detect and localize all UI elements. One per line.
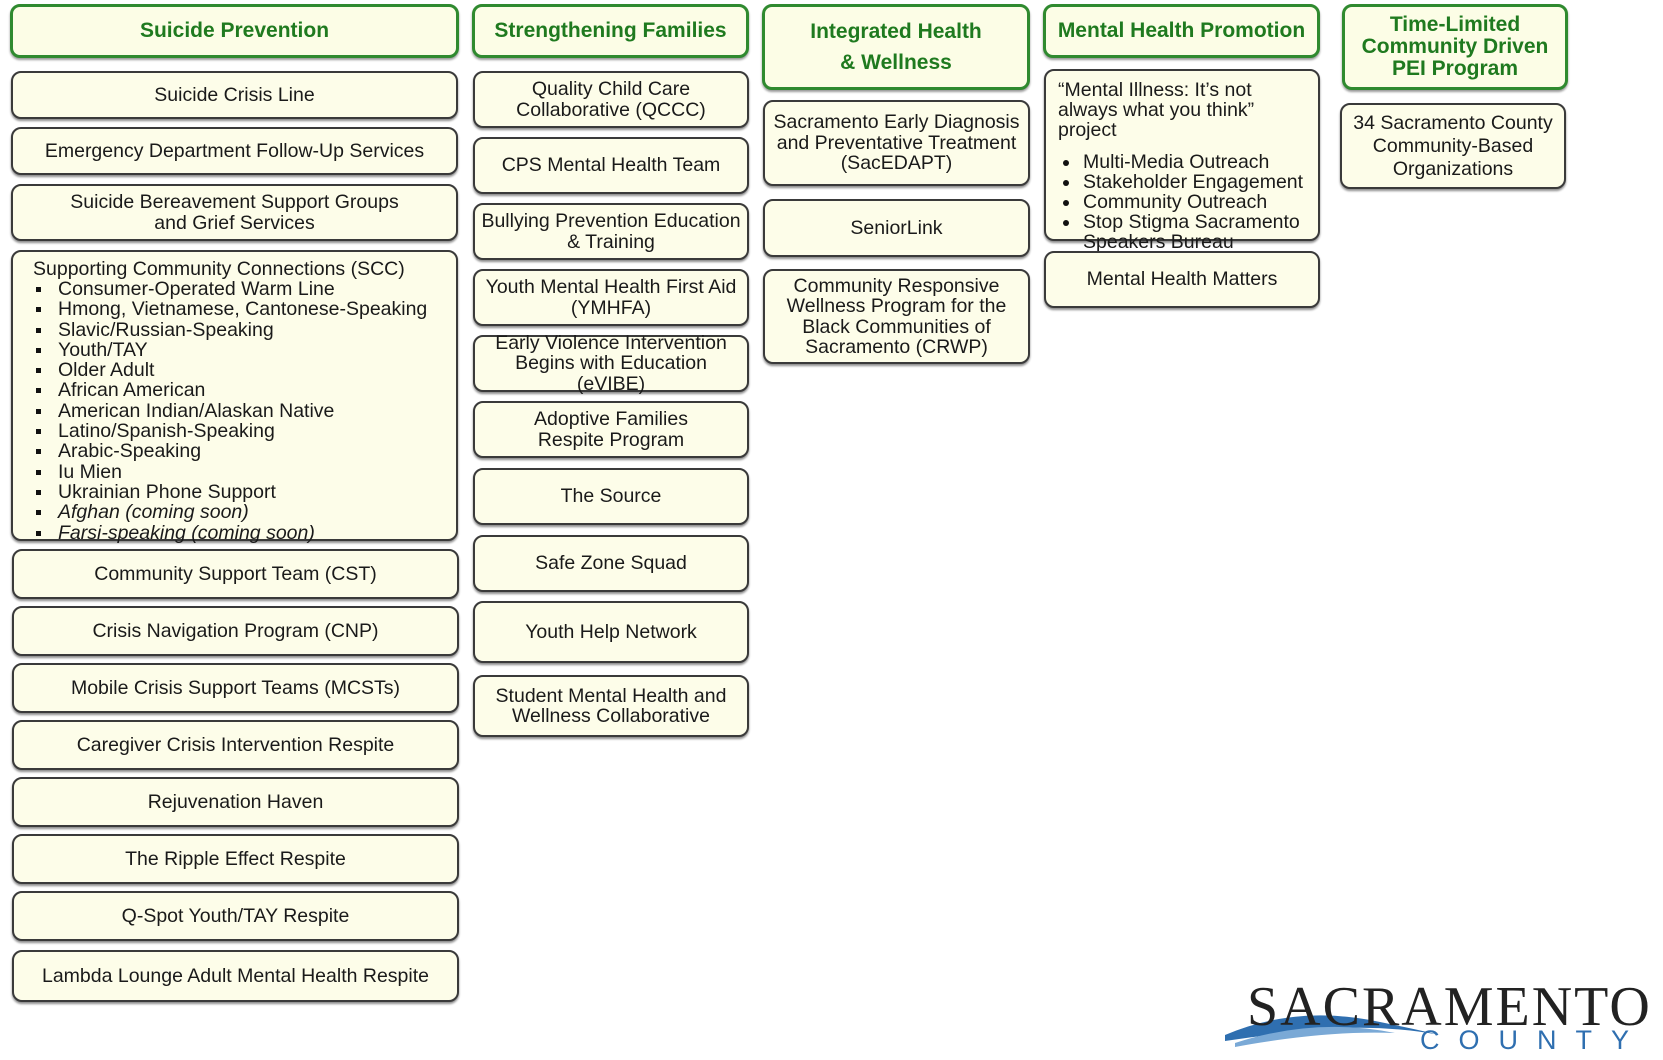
program-label: Suicide Bereavement Support Groups and G… <box>70 191 399 234</box>
program-label: Early Violence Intervention Begins with … <box>495 331 727 395</box>
header-label: Mental Health Promotion <box>1057 18 1306 42</box>
program-label: Youth Mental Health First Aid (YMHFA) <box>485 276 737 319</box>
list-item: Stop Stigma Sacramento Speakers Bureau <box>1058 212 1310 252</box>
scc-title: Supporting Community Connections (SCC) <box>33 258 405 280</box>
program-box: Safe Zone Squad <box>473 535 749 592</box>
program-label: Rejuvenation Haven <box>147 790 324 813</box>
program-box: Youth Help Network <box>473 601 749 663</box>
program-label: Q-Spot Youth/TAY Respite <box>121 904 350 927</box>
program-label: 34 Sacramento County Community-Based Org… <box>1353 111 1553 180</box>
logo-name: SACRAMENTO <box>1247 976 1652 1038</box>
program-label: Lambda Lounge Adult Mental Health Respit… <box>41 964 429 987</box>
program-box: Suicide Crisis Line <box>11 71 458 119</box>
program-label: Community Support Team (CST) <box>94 562 377 585</box>
column-header-mental-health-promotion: Mental Health Promotion <box>1043 4 1320 58</box>
program-label: The Ripple Effect Respite <box>125 847 346 870</box>
program-box: The Source <box>473 468 749 525</box>
list-item: Youth/TAY <box>33 340 427 360</box>
header-label: Suicide Prevention <box>139 18 330 42</box>
program-box: Adoptive Families Respite Program <box>473 401 749 458</box>
program-box: Mental Health Matters <box>1044 251 1320 308</box>
program-box: Early Violence Intervention Begins with … <box>473 331 749 395</box>
list-item: Hmong, Vietnamese, Cantonese-Speaking <box>33 299 427 320</box>
program-label: Mental Health Matters <box>1086 268 1278 291</box>
program-box: Suicide Bereavement Support Groups and G… <box>11 184 458 241</box>
program-box: Rejuvenation Haven <box>12 777 459 827</box>
program-box: Caregiver Crisis Intervention Respite <box>12 720 459 770</box>
scc-list: Consumer-Operated Warm Line Hmong, Vietn… <box>33 279 427 543</box>
column-header-suicide-prevention: Suicide Prevention <box>10 4 459 58</box>
logo-swoosh-icon <box>1225 1015 1440 1047</box>
program-label: Crisis Navigation Program (CNP) <box>92 619 379 642</box>
program-label: Safe Zone Squad <box>535 552 687 575</box>
list-item: Older Adult <box>33 360 427 380</box>
program-box: Lambda Lounge Adult Mental Health Respit… <box>12 950 459 1002</box>
program-label: Suicide Crisis Line <box>154 83 315 106</box>
program-box: Quality Child Care Collaborative (QCCC) <box>473 71 749 128</box>
list-item: Ukrainian Phone Support <box>33 482 427 502</box>
program-label: Community Responsive Wellness Program fo… <box>786 274 1007 358</box>
project-title: “Mental Illness: It’s not always what yo… <box>1058 79 1255 141</box>
list-item: Farsi-speaking (coming soon) <box>33 522 427 543</box>
program-label: Mobile Crisis Support Teams (MCSTs) <box>70 676 401 699</box>
program-box: Student Mental Health and Wellness Colla… <box>473 675 749 737</box>
list-item: Slavic/Russian-Speaking <box>33 319 427 340</box>
list-item: Community Outreach <box>1058 192 1310 212</box>
header-label: Integrated Health & Wellness <box>810 19 982 75</box>
list-item: African American <box>33 380 427 401</box>
program-label: The Source <box>560 485 662 508</box>
program-box: Bullying Prevention Education & Training <box>473 203 749 260</box>
program-box: Community Responsive Wellness Program fo… <box>763 269 1030 364</box>
program-box: Q-Spot Youth/TAY Respite <box>12 891 459 941</box>
program-box: Youth Mental Health First Aid (YMHFA) <box>473 269 749 326</box>
program-box: The Ripple Effect Respite <box>12 834 459 884</box>
program-box: Emergency Department Follow-Up Services <box>11 127 458 175</box>
column-header-integrated-health: Integrated Health & Wellness <box>762 4 1030 90</box>
list-item: Iu Mien <box>33 461 427 482</box>
column-header-strengthening-families: Strengthening Families <box>472 4 749 58</box>
project-list: Multi-Media Outreach Stakeholder Engagem… <box>1058 152 1310 252</box>
program-label: Youth Help Network <box>525 620 697 643</box>
program-label: Student Mental Health and Wellness Colla… <box>495 684 727 727</box>
program-label: Sacramento Early Diagnosis and Preventat… <box>773 111 1020 175</box>
program-label: CPS Mental Health Team <box>501 154 721 177</box>
list-item: Arabic-Speaking <box>33 441 427 462</box>
program-box: Mobile Crisis Support Teams (MCSTs) <box>12 663 459 713</box>
header-label: Strengthening Families <box>494 18 727 42</box>
program-label: Quality Child Care Collaborative (QCCC) <box>516 78 706 121</box>
column-header-time-limited: Time-Limited Community Driven PEI Progra… <box>1342 4 1568 90</box>
list-item: Stakeholder Engagement <box>1058 172 1310 192</box>
header-label: Time-Limited Community Driven PEI Progra… <box>1361 12 1549 81</box>
program-box: Sacramento Early Diagnosis and Preventat… <box>763 100 1030 186</box>
program-label: SeniorLink <box>850 216 943 239</box>
program-box: Crisis Navigation Program (CNP) <box>12 606 459 656</box>
list-item: Latino/Spanish-Speaking <box>33 421 427 441</box>
program-box: CPS Mental Health Team <box>473 137 749 194</box>
scc-box: Supporting Community Connections (SCC) C… <box>11 250 458 543</box>
logo-sub: COUNTY <box>1420 1025 1648 1055</box>
program-box: SeniorLink <box>763 199 1030 257</box>
list-item: Multi-Media Outreach <box>1058 152 1310 172</box>
program-label: Adoptive Families Respite Program <box>534 408 688 451</box>
program-box: Community Support Team (CST) <box>12 549 459 599</box>
list-item: Consumer-Operated Warm Line <box>33 279 427 299</box>
project-box: “Mental Illness: It’s not always what yo… <box>1044 69 1320 252</box>
list-item: Afghan (coming soon) <box>33 502 427 523</box>
program-label: Caregiver Crisis Intervention Respite <box>76 733 395 756</box>
program-label: Bullying Prevention Education & Training <box>481 210 741 253</box>
sacramento-county-logo: SACRAMENTO COUNTY <box>1225 973 1655 1058</box>
program-label: Emergency Department Follow-Up Services <box>44 139 425 162</box>
list-item: American Indian/Alaskan Native <box>33 400 427 421</box>
program-box: 34 Sacramento County Community-Based Org… <box>1340 103 1566 189</box>
